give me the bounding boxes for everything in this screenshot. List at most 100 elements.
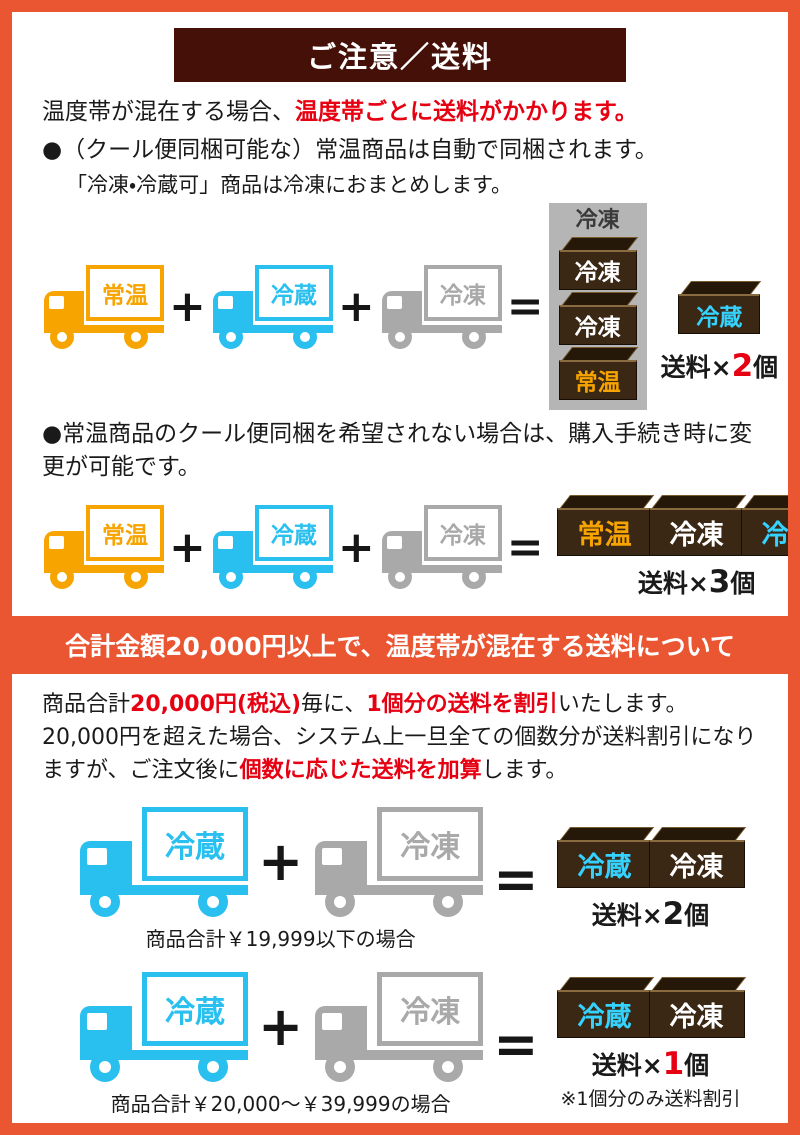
- truck-chilled: 冷蔵: [78, 971, 248, 1082]
- shipping-suffix: 個: [730, 568, 756, 598]
- discount-paragraph-2: 20,000円を超えた場合、システム上一旦全ての個数分が送料割引になりますが、ご…: [42, 721, 758, 787]
- truck-wheel-front: [325, 886, 356, 917]
- shipping-prefix: 送料×: [660, 353, 732, 383]
- truck-bed: [80, 1049, 248, 1060]
- box-lid: [651, 826, 746, 840]
- truck-cab: [80, 1005, 132, 1056]
- box-lid: [651, 977, 746, 991]
- case-diagram-over-20000: 冷蔵 + 冷凍 商品合計￥20,000～￥39,: [78, 971, 758, 1117]
- truck-row: 冷蔵 + 冷凍: [78, 971, 484, 1082]
- text-segment: 毎に、: [301, 691, 367, 717]
- box-lid: [559, 826, 654, 840]
- box-lid: [681, 281, 762, 295]
- truck-cab: [212, 531, 253, 570]
- upper-section: 温度帯が混在する場合、温度帯ごとに送料がかかります。 ●（クール便同梱可能な）常…: [12, 92, 788, 600]
- truck-cab: [315, 840, 368, 891]
- truck-wheel-rear: [198, 886, 228, 917]
- text-segment-red: 1個分の送料を割引: [366, 691, 558, 717]
- page-title: ご注意／送料: [174, 28, 626, 82]
- equals-sign: =: [493, 847, 539, 911]
- truck-bed: [44, 324, 164, 333]
- shipping-cost-count: 送料×1個: [592, 1046, 710, 1082]
- truck-cargo-label: 冷蔵: [254, 505, 333, 562]
- box-label: 冷蔵: [678, 294, 761, 335]
- truck-wheel-front: [218, 565, 243, 590]
- discount-paragraph-1: 商品合計20,000円(税込)毎に、1個分の送料を割引いたします。: [42, 688, 758, 721]
- truck-frozen: 冷凍: [313, 806, 484, 917]
- truck-frozen: 冷凍: [380, 264, 502, 349]
- box-lid: [559, 977, 654, 991]
- case-diagram-under-20000: 冷蔵 + 冷凍 商品合計￥19,999以下の場合: [78, 806, 758, 952]
- banner-over-20000: 合計金額20,000円以上で、温度帯が混在する送料について: [12, 615, 788, 674]
- truck-wheel-rear: [433, 886, 464, 917]
- chilled-box: 冷蔵: [556, 826, 654, 888]
- text-segment-red: 20,000円(税込): [130, 691, 302, 717]
- box-row: 冷蔵 冷凍: [556, 977, 746, 1039]
- truck-frozen: 冷凍: [313, 971, 484, 1082]
- truck-row: 冷蔵 + 冷凍: [78, 806, 484, 917]
- two-shipments-result: 冷蔵 冷凍 送料×2個: [556, 826, 746, 932]
- text-segment: 20,000円を超えた場合、システム上一旦全ての個数分が送料割引になりますが、ご…: [42, 724, 757, 783]
- box-lid: [743, 494, 788, 508]
- shipping-count-number: 1: [662, 1046, 685, 1083]
- plus-sign: +: [258, 830, 304, 894]
- truck-wheel-rear: [292, 324, 317, 349]
- pallet-label: 冷凍: [575, 208, 620, 234]
- intro-text: 温度帯が混在する場合、温度帯ごとに送料がかかります。: [42, 92, 758, 126]
- truck-wheel-front: [387, 565, 412, 590]
- box-lid: [559, 494, 654, 508]
- box-lid: [561, 236, 638, 250]
- truck-wheel-front: [90, 1051, 120, 1082]
- plus-sign: +: [337, 281, 375, 333]
- frozen-box: 冷凍: [558, 236, 638, 290]
- shipping-prefix: 送料×: [591, 1051, 663, 1081]
- truck-wheel-front: [50, 324, 74, 349]
- shipping-prefix: 送料×: [637, 568, 709, 598]
- truck-cargo-label: 冷凍: [423, 505, 502, 562]
- truck-cargo-label: 冷蔵: [142, 806, 248, 881]
- plus-sign: +: [258, 995, 304, 1059]
- truck-cab: [381, 531, 422, 570]
- truck-wheel-rear: [124, 565, 148, 590]
- truck-bed: [381, 565, 502, 574]
- box-label: 冷蔵: [556, 990, 653, 1039]
- truck-wheel-rear: [198, 1051, 228, 1082]
- truck-cab: [44, 290, 84, 329]
- text-segment-red: 個数に応じた送料を加算: [239, 757, 482, 783]
- text-segment: します。: [481, 757, 568, 783]
- note-frozen-merge: 「冷凍・冷蔵可」商品は冷凍におまとめします。: [66, 173, 513, 198]
- truck-wheel-front: [387, 324, 412, 349]
- bullet-auto-consolidation: ●（クール便同梱可能な）常温商品は自動で同梱されます。: [42, 137, 658, 163]
- truck-cab: [44, 531, 84, 570]
- equals-sign: =: [493, 1012, 539, 1076]
- box-label: 常温: [558, 359, 637, 400]
- plus-sign: +: [169, 281, 206, 333]
- frozen-box: 冷凍: [558, 291, 638, 345]
- case-caption: 商品合計￥20,000～￥39,999の場合: [110, 1091, 451, 1116]
- frozen-box: 冷凍: [648, 826, 746, 888]
- truck-bed: [315, 884, 484, 895]
- truck-cab: [80, 840, 132, 891]
- truck-cargo-label: 冷蔵: [142, 971, 248, 1046]
- truck-cab: [381, 290, 422, 329]
- truck-wheel-rear: [461, 324, 486, 349]
- truck-wheel-front: [90, 886, 120, 917]
- truck-cargo-label: 冷凍: [377, 806, 484, 881]
- text-segment: いたします。: [557, 691, 688, 717]
- truck-cargo-label: 常温: [86, 505, 164, 562]
- chilled-box: 冷蔵: [740, 494, 788, 556]
- chilled-shipment-column: 冷蔵 送料×2個: [661, 229, 779, 384]
- truck-wheel-rear: [433, 1051, 464, 1082]
- truck-chilled: 冷蔵: [211, 505, 333, 590]
- box-lid: [561, 346, 638, 360]
- truck-bed: [80, 884, 248, 895]
- truck-wheel-rear: [461, 565, 486, 590]
- normal-temp-box: 常温: [556, 494, 654, 556]
- shipping-cost-count: 送料×2個: [661, 348, 779, 384]
- box-label: 冷蔵: [556, 839, 653, 888]
- shipping-suffix: 個: [684, 1051, 710, 1081]
- box-label: 冷凍: [648, 990, 745, 1039]
- intro-plain: 温度帯が混在する場合、: [42, 99, 295, 125]
- truck-wheel-front: [50, 565, 74, 590]
